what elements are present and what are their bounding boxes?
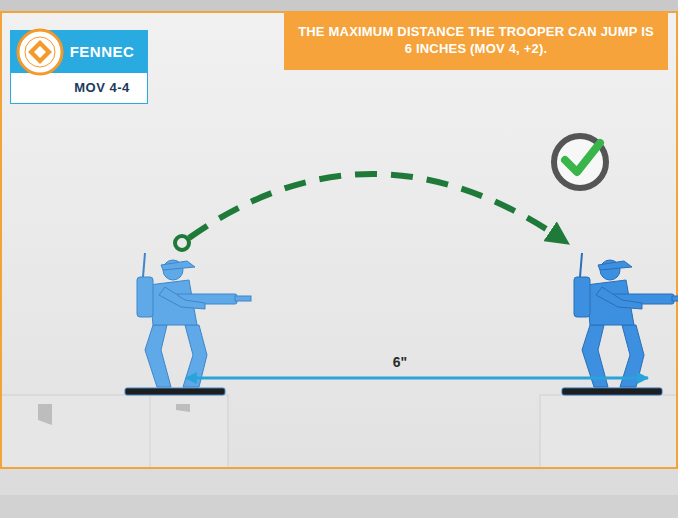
faction-logo (0, 0, 90, 100)
note-box: THE MAXIMUM DISTANCE THE TROOPER CAN JUM… (284, 12, 668, 70)
note-text: THE MAXIMUM DISTANCE THE TROOPER CAN JUM… (284, 12, 668, 70)
dimension-label: 6" (374, 354, 426, 371)
move-value: MOV 4-4 (11, 73, 147, 104)
